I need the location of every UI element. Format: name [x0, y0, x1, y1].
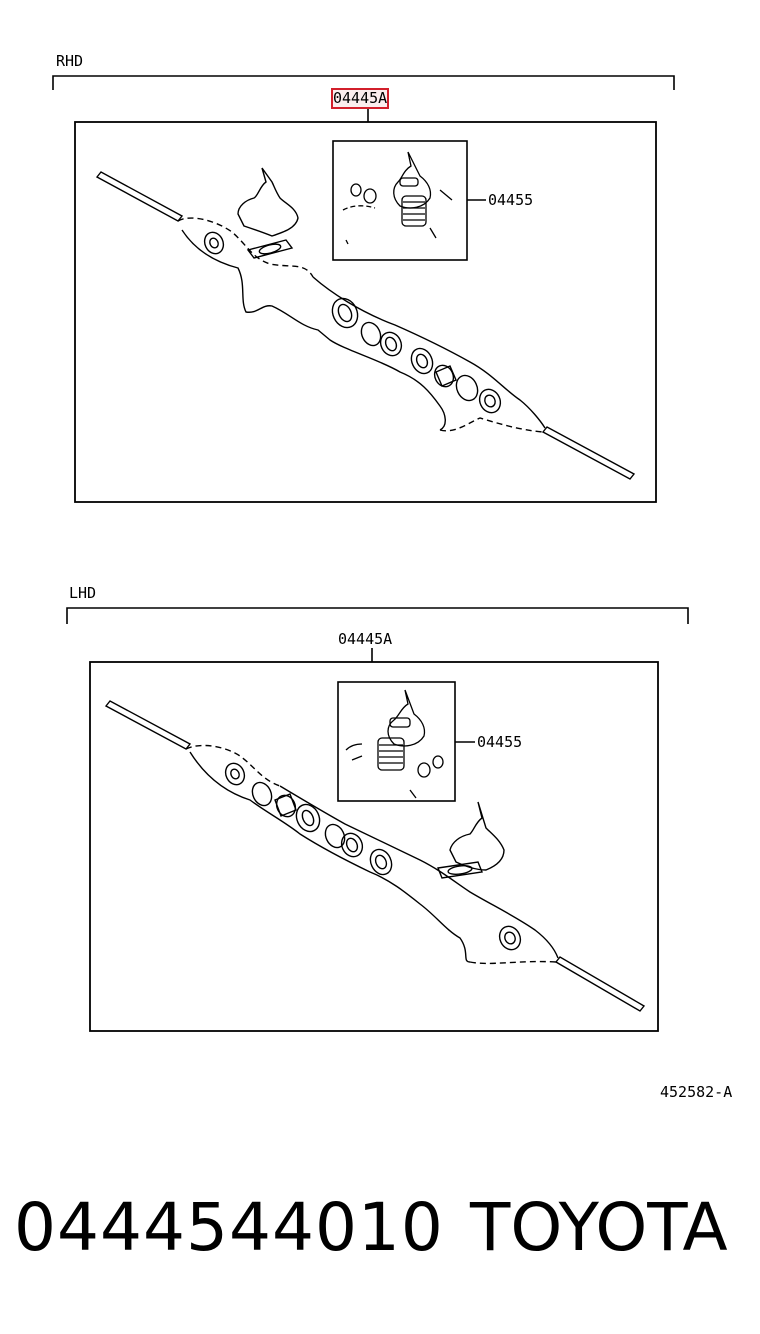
- rhd-section-label: RHD: [56, 52, 84, 70]
- rhd-rack-illustration: [95, 167, 636, 480]
- part-number: 0444544010: [14, 1189, 444, 1266]
- brand-name: TOYOTA: [470, 1189, 728, 1266]
- lhd-assembly-callout[interactable]: 04445A: [338, 630, 393, 648]
- lhd-frame: [89, 661, 659, 1032]
- rhd-kit-callout[interactable]: 04455: [488, 191, 534, 209]
- lhd-kit-callout[interactable]: 04455: [477, 733, 523, 751]
- rhd-kit-inset: [332, 140, 468, 261]
- lhd-kit-inset: [337, 681, 456, 802]
- lhd-rack-illustration: [104, 700, 646, 1012]
- lhd-section-bracket: [66, 607, 689, 662]
- lhd-section-label: LHD: [69, 584, 97, 602]
- rhd-kit-parts: [342, 151, 453, 245]
- rhd-frame: [74, 121, 657, 503]
- rhd-assembly-callout[interactable]: 04445A: [330, 88, 390, 109]
- illustration-code: 452582-A: [660, 1083, 733, 1101]
- lhd-kit-parts: [345, 689, 444, 799]
- rhd-section-bracket: [52, 75, 675, 122]
